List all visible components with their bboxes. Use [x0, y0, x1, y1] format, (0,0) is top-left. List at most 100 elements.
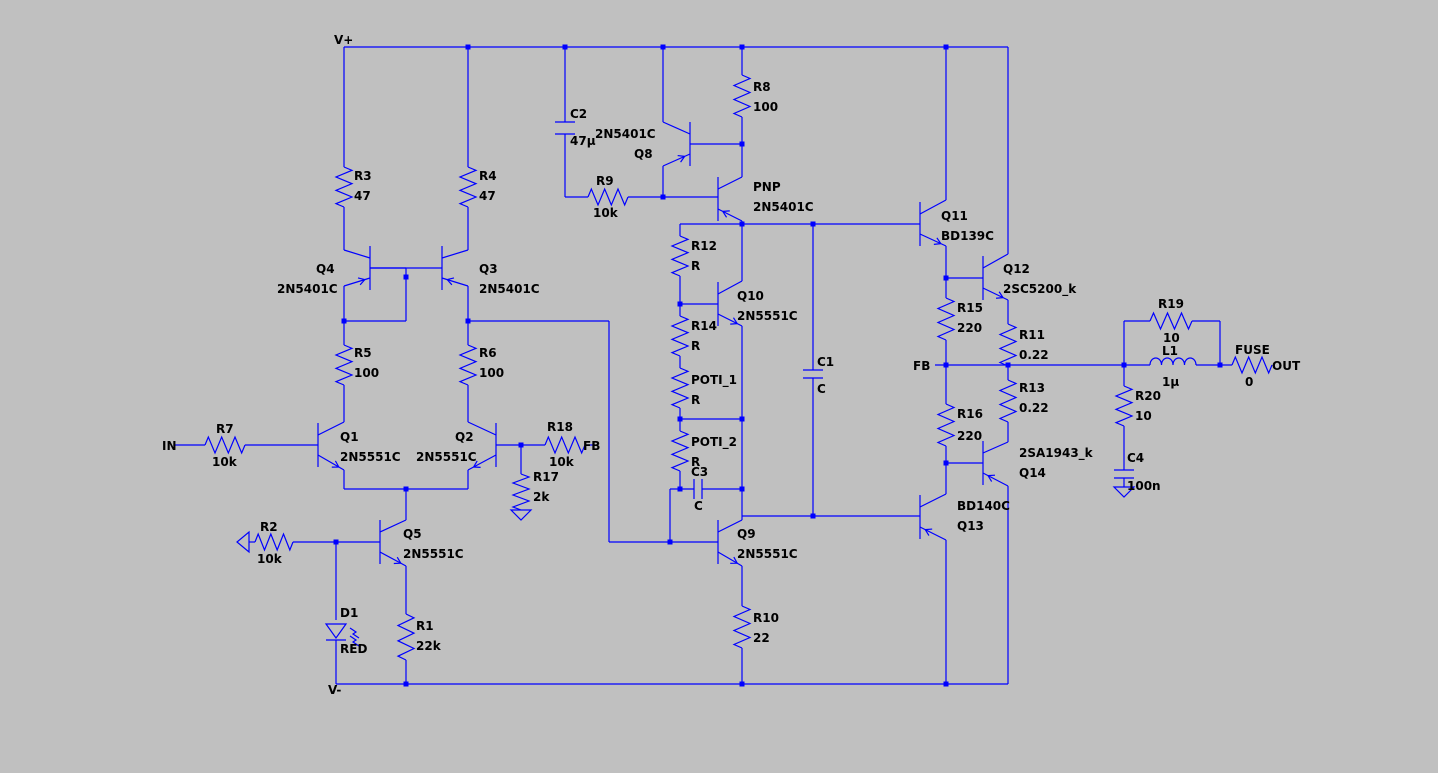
r6-value: 100	[479, 366, 504, 380]
r10-name: R10	[753, 611, 779, 625]
c4-value: 100n	[1127, 479, 1161, 493]
q5-value: 2N5551C	[403, 547, 464, 561]
r13-value: 0.22	[1019, 401, 1049, 415]
r20-name: R20	[1135, 389, 1161, 403]
transistor-q10-arrow	[730, 317, 738, 325]
r16-value: 220	[957, 429, 982, 443]
resistor-r7	[204, 435, 246, 455]
transistor-q2-arrow	[473, 460, 481, 468]
pnp-name: PNP	[753, 180, 781, 194]
junction-30	[1217, 362, 1223, 368]
junction-19	[677, 416, 683, 422]
net-label-vplus: V+	[334, 33, 353, 47]
c1-name: C1	[817, 355, 834, 369]
q8-name: Q8	[634, 147, 653, 161]
junction-15	[739, 141, 745, 147]
r2-value: 10k	[257, 552, 283, 566]
resistor-r3	[334, 166, 354, 208]
transistor-q9-collector	[717, 519, 743, 533]
junction-9	[518, 442, 524, 448]
r14-value: R	[691, 339, 700, 353]
q4-name: Q4	[316, 262, 335, 276]
resistor-r15	[936, 297, 956, 341]
transistor-q14-arrow	[987, 474, 996, 482]
junction-0	[465, 44, 471, 50]
c2-value: 47µ	[570, 134, 596, 148]
q2-name: Q2	[455, 430, 474, 444]
components	[204, 74, 1273, 661]
transistor-q9-arrow	[730, 556, 738, 564]
transistor-q5-arrow	[393, 556, 402, 565]
q3-name: Q3	[479, 262, 498, 276]
r7-value: 10k	[212, 455, 238, 469]
junction-26	[943, 460, 949, 466]
net-label-out: OUT	[1272, 359, 1301, 373]
resistor-r20	[1114, 385, 1134, 427]
c4-name: C4	[1127, 451, 1144, 465]
transistor-q3-emitter	[441, 277, 469, 287]
r3-value: 47	[354, 189, 371, 203]
r19-name: R19	[1158, 297, 1184, 311]
led-d1	[324, 623, 348, 641]
junction-7	[465, 318, 471, 324]
transistor-q9-emitter	[717, 551, 743, 567]
l1-name: L1	[1162, 344, 1178, 358]
resistor-r5	[334, 344, 354, 386]
resistor-r10	[732, 605, 752, 649]
ground-r17	[509, 509, 533, 521]
net-label-vminus: V-	[328, 683, 341, 697]
resistor-r19	[1149, 311, 1193, 331]
resistor-r1	[396, 613, 416, 661]
led-d1-rays	[349, 627, 360, 647]
junction-21	[677, 486, 683, 492]
resistor-r16	[936, 403, 956, 447]
junction-20	[739, 416, 745, 422]
transistor-q2-collector	[467, 421, 497, 436]
r8-name: R8	[753, 80, 771, 94]
transistor-q14-collector	[982, 441, 1009, 454]
c2-name: C2	[570, 107, 587, 121]
resistor-r14	[670, 315, 690, 357]
transistor-q3-collector	[441, 249, 469, 259]
junction-29	[1121, 362, 1127, 368]
junction-18	[677, 301, 683, 307]
transistor-q8-emitter	[662, 153, 691, 167]
fuse-value: 0	[1245, 375, 1253, 389]
transistor-pnp-collector	[717, 176, 743, 190]
d1-name: D1	[340, 606, 358, 620]
q10-value: 2N5551C	[737, 309, 798, 323]
q1-value: 2N5551C	[340, 450, 401, 464]
junction-13	[943, 681, 949, 687]
transistor-q12-collector	[982, 253, 1009, 269]
capacitor-c4	[1114, 469, 1134, 479]
resistor-r6	[458, 344, 478, 386]
junctions	[333, 44, 1223, 687]
pnp-value: 2N5401C	[753, 200, 814, 214]
transistor-q8-arrow	[677, 154, 686, 163]
junction-3	[739, 44, 745, 50]
transistor-q10-emitter	[717, 313, 743, 327]
transistor-q13-arrow	[924, 528, 933, 536]
junction-23	[667, 539, 673, 545]
junction-6	[341, 318, 347, 324]
r13-name: R13	[1019, 381, 1045, 395]
transistor-q14-emitter	[982, 472, 1009, 487]
resistor-poti2	[670, 430, 690, 472]
r6-name: R6	[479, 346, 497, 360]
transistor-q8-collector	[662, 121, 691, 135]
resistor-poti1	[670, 367, 690, 409]
transistor-q5-emitter	[379, 551, 407, 567]
transistor-q12-arrow	[995, 291, 1004, 299]
r12-value: R	[691, 259, 700, 273]
q9-name: Q9	[737, 527, 756, 541]
q14-name: Q14	[1019, 466, 1046, 480]
poti2-value: R	[691, 455, 700, 469]
transistor-q5-collector	[379, 519, 407, 533]
transistor-q10-collector	[717, 280, 743, 295]
r5-name: R5	[354, 346, 372, 360]
capacitor-c2	[555, 121, 575, 135]
capacitor-c3	[693, 479, 703, 499]
transistor-q3-arrow	[446, 277, 455, 286]
junction-22	[739, 486, 745, 492]
